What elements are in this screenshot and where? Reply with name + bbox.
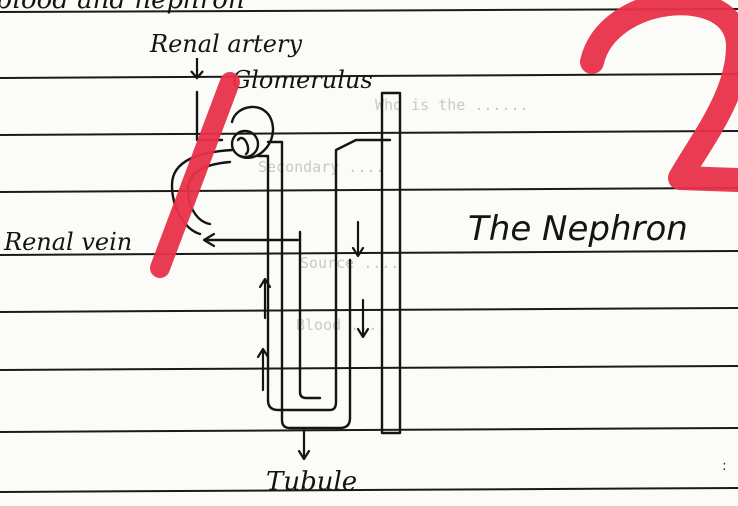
diagram-title: The Nephron	[468, 209, 688, 249]
ruled-line	[0, 488, 738, 492]
show-through-line: Who is the ......	[375, 96, 529, 114]
tubule-label: Tubule	[266, 467, 357, 497]
ruled-line	[0, 366, 738, 370]
show-through-line: Blood ....	[296, 316, 386, 334]
glomerulus-label: Glomerulus	[232, 66, 373, 94]
glomerulus-knot	[232, 131, 258, 157]
ruled-line	[0, 131, 738, 135]
tubule-inner	[258, 140, 390, 410]
header-fragment: blood and nephron	[0, 0, 245, 15]
ruled-line	[0, 188, 738, 192]
margin-dot: :	[722, 458, 727, 474]
tubule-outer	[268, 142, 350, 428]
glomerulus-coil	[238, 138, 248, 154]
renal-artery-arrow	[191, 58, 203, 78]
show-through-line: Secondary ....	[258, 158, 384, 176]
red-mark-two	[592, 3, 738, 180]
renal-vein-label: Renal vein	[3, 228, 132, 256]
ruled-line	[0, 308, 738, 312]
renal-artery-label: Renal artery	[149, 30, 302, 58]
ruled-line	[0, 428, 738, 432]
